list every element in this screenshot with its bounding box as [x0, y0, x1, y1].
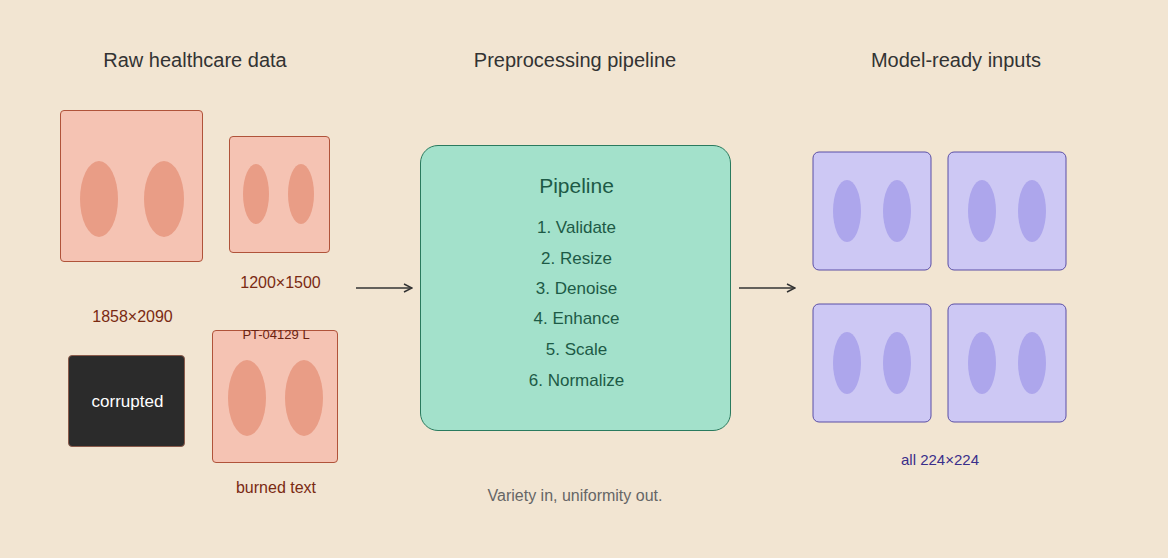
raw-image: PT-04129 Lburned text [212, 330, 338, 463]
image-ellipses [80, 161, 323, 436]
raw-image: 1200×1500 [229, 136, 330, 253]
node-text: 3. Denoise [361, 277, 792, 301]
column-heading: Preprocessing pipeline [415, 47, 735, 73]
node-text: burned text [153, 476, 399, 500]
node-text: 1200×1500 [170, 271, 391, 295]
column-heading: Raw healthcare data [35, 47, 355, 73]
node-text: 5. Scale [361, 338, 792, 362]
output-images [813, 152, 1066, 422]
node-text: 1858×2090 [1, 305, 264, 329]
node-text: 4. Enhance [361, 307, 792, 331]
node-text: 1. Validate [361, 216, 792, 240]
flow-arrow [356, 287, 412, 289]
flow-arrow [739, 287, 795, 289]
size-note: all 224×224 [780, 447, 1100, 473]
raw-image: 1858×2090 [60, 110, 203, 262]
node-text: 6. Normalize [361, 369, 792, 393]
corrupted-image: corrupted [68, 355, 185, 447]
pipeline-box: Pipeline1. Validate2. Resize3. Denoise4.… [420, 145, 731, 431]
node-text: 2. Resize [361, 247, 792, 271]
node-text: corrupted [9, 390, 246, 414]
node-text: Pipeline [361, 174, 792, 198]
column-heading: Model-ready inputs [796, 47, 1116, 73]
caption: Variety in, uniformity out. [415, 483, 735, 509]
node-text: PT-04129 L [153, 323, 399, 347]
